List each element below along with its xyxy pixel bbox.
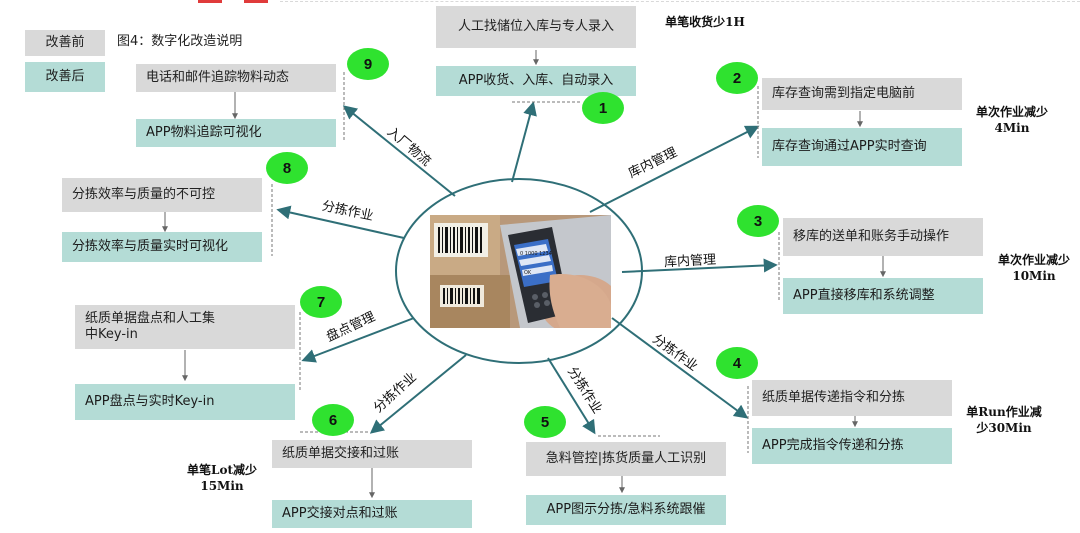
item-1-before-text: 人工找储位入库与专人录入: [457, 19, 614, 34]
item-3-before: 移库的送单和账务手动操作: [783, 218, 983, 256]
item-1-after-text: APP收货、入库、自动录入: [458, 73, 614, 88]
item-3-before-text: 移库的送单和账务手动操作: [793, 229, 950, 244]
item-5-before: 急料管控|拣货质量人工识别: [526, 442, 726, 476]
legend-after: 改善后: [25, 62, 105, 92]
scanner-photo: 0 1000 1234 OK: [430, 215, 611, 328]
item-5-after: APP图示分拣/急料系统跟催: [526, 495, 726, 525]
item-3-branch: 库内管理: [663, 252, 717, 271]
item-2-badge: 2: [716, 62, 758, 94]
item-6-after-text: APP交接对点和过账: [282, 506, 398, 521]
item-1-before: 人工找储位入库与专人录入: [436, 6, 636, 48]
item-4-before: 纸质单据传递指令和分拣: [752, 380, 952, 416]
item-7-before: 纸质单据盘点和人工集中Key-in: [75, 305, 295, 349]
arrow-2: [589, 125, 760, 213]
item-4-saving: 单Run作业减少30Min: [966, 405, 1042, 435]
arrow-8: [276, 205, 405, 239]
item-5-badge: 5: [524, 406, 566, 438]
item-6-before: 纸质单据交接和过账: [272, 440, 472, 468]
arrow-7: [301, 317, 415, 363]
item-1-saving: 单笔收货少1H: [665, 15, 745, 29]
screen-text-2: OK: [524, 270, 532, 276]
item-3-after: APP直接移库和系统调整: [783, 278, 983, 314]
item-8-before-text: 分拣效率与质量的不可控: [72, 187, 216, 202]
item-8-after: 分拣效率与质量实时可视化: [62, 232, 262, 262]
item-4-before-text: 纸质单据传递指令和分拣: [762, 390, 906, 405]
item-4-badge: 4: [716, 347, 758, 379]
legend-after-label: 改善后: [45, 69, 85, 84]
item-4-after-text: APP完成指令传递和分拣: [762, 438, 904, 453]
figure-title: 图4：数字化改造说明: [117, 34, 243, 49]
item-9-before-text: 电话和邮件追踪物料动态: [146, 70, 290, 85]
item-6-after: APP交接对点和过账: [272, 500, 472, 528]
arrow-1: [511, 101, 537, 183]
item-7-badge: 7: [300, 286, 342, 318]
item-1-after: APP收货、入库、自动录入: [436, 66, 636, 96]
item-3-badge: 3: [737, 205, 779, 237]
item-9-after-text: APP物料追踪可视化: [146, 125, 262, 140]
item-9-before: 电话和邮件追踪物料动态: [136, 64, 336, 92]
item-6-badge: 6: [312, 404, 354, 436]
arrow-5: [547, 357, 596, 435]
item-8-after-text: 分拣效率与质量实时可视化: [72, 239, 229, 254]
item-7-after: APP盘点与实时Key-in: [75, 384, 295, 420]
item-3-after-text: APP直接移库和系统调整: [793, 288, 935, 303]
item-2-saving: 单次作业减少4Min: [975, 105, 1048, 135]
item-6-before-text: 纸质单据交接和过账: [282, 446, 400, 461]
item-4-after: APP完成指令传递和分拣: [752, 428, 952, 464]
item-2-after-text: 库存查询通过APP实时查询: [772, 139, 927, 154]
item-9-after: APP物料追踪可视化: [136, 119, 336, 147]
item-2-before: 库存查询需到指定电脑前: [762, 78, 962, 110]
legend-before: 改善前: [25, 30, 105, 56]
accent-mark: [198, 0, 222, 3]
top-divider: [280, 1, 1080, 3]
item-5-after-text: APP图示分拣/急料系统跟催: [546, 502, 706, 517]
top-decoration: [0, 0, 1080, 4]
screen-text-1: 0 1000 1234: [520, 251, 552, 257]
arrow-3: [621, 258, 778, 273]
item-8-before: 分拣效率与质量的不可控: [62, 178, 262, 212]
arrow-6: [369, 354, 467, 434]
item-2-before-text: 库存查询需到指定电脑前: [772, 86, 916, 101]
item-7-before-text: 纸质单据盘点和人工集中Key-in: [85, 311, 216, 342]
item-9-badge: 9: [347, 48, 389, 80]
item-7-after-text: APP盘点与实时Key-in: [85, 394, 215, 409]
legend-before-label: 改善前: [45, 35, 85, 50]
arrow-4: [611, 317, 749, 419]
item-5-before-text: 急料管控|拣货质量人工识别: [545, 451, 707, 466]
scanner-illustration: 0 1000 1234 OK: [430, 215, 611, 328]
item-6-saving: 单笔Lot减少15Min: [187, 463, 257, 493]
arrow-9: [342, 105, 456, 197]
item-8-badge: 8: [266, 152, 308, 184]
item-2-after: 库存查询通过APP实时查询: [762, 128, 962, 166]
item-1-badge: 1: [582, 92, 624, 124]
item-3-saving: 单次作业减少10Min: [997, 253, 1070, 283]
accent-mark: [244, 0, 268, 3]
